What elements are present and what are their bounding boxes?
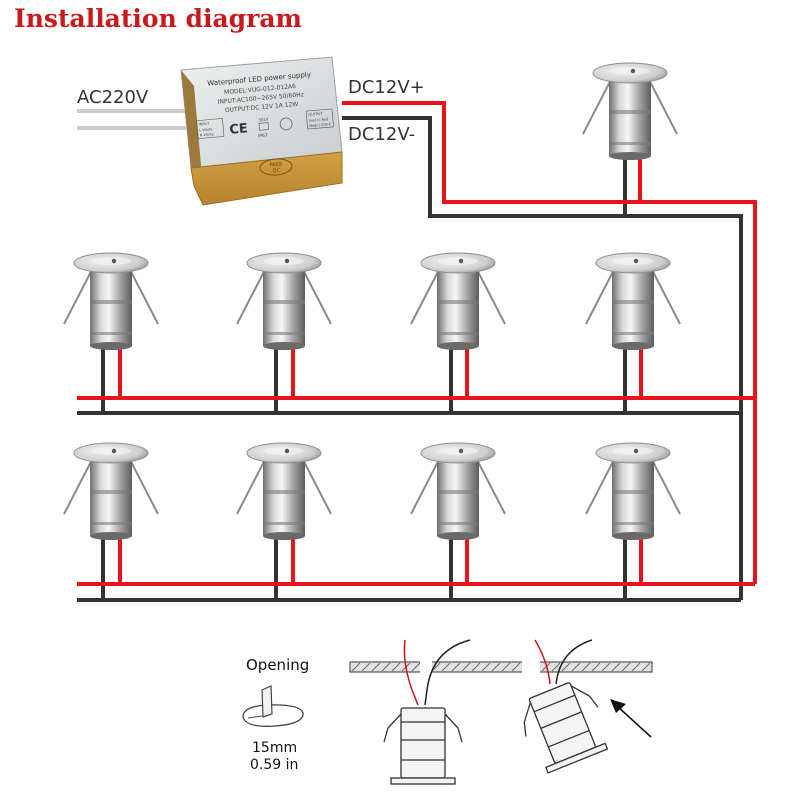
- psu-selv: SELV: [258, 116, 268, 122]
- ce-mark-icon: CE: [229, 121, 249, 138]
- psu-output-pos: Pos(+) Red: [309, 117, 329, 123]
- dc12v-negative-label: DC12V-: [348, 124, 416, 145]
- page-title: Installation diagram: [14, 4, 302, 33]
- lamp-row2-4: [585, 442, 681, 541]
- psu-input-box-title: INPUT: [199, 122, 211, 127]
- ac220v-label: AC220V: [77, 87, 149, 108]
- double-insulation-icon: [258, 122, 269, 131]
- hole-size-in-label: 0.59 in: [250, 757, 299, 773]
- drilled-hole-icon: [242, 685, 304, 727]
- ceiling-panel: [349, 661, 653, 673]
- pass-qc-sticker: PASS QC: [259, 158, 293, 176]
- lamp-top: [582, 62, 678, 161]
- power-supply-unit: Waterproof LED power supply MODEL:VUG-01…: [180, 56, 343, 206]
- negative-wiring: [77, 116, 743, 602]
- positive-wiring: [77, 101, 757, 586]
- installed-lamp-diagram: [383, 707, 463, 785]
- lamp-row1-3: [410, 252, 506, 351]
- insert-direction-arrow-icon: [610, 699, 652, 738]
- lamp-row1-2: [236, 252, 332, 351]
- dc12v-positive-label: DC12V+: [348, 77, 425, 98]
- svg-text:QC: QC: [272, 168, 280, 175]
- lamp-row1-4: [585, 252, 681, 351]
- lamp-row2-1: [63, 442, 159, 541]
- svg-text:PASS: PASS: [269, 162, 282, 169]
- lamp-row2-3: [410, 442, 506, 541]
- opening-label: Opening: [246, 656, 310, 674]
- psu-ip-rating: IP67: [258, 133, 268, 140]
- psu-input-n: N White: [200, 132, 214, 137]
- certification-mark-icon: [279, 117, 293, 131]
- psu-output-box-title: OUTPUT: [308, 112, 323, 117]
- psu-output-neg: Neg(-) Black: [309, 122, 332, 128]
- psu-input-l: L White: [199, 127, 213, 132]
- lamp-row2-2: [236, 442, 332, 541]
- inserting-lamp-diagram: [523, 682, 609, 774]
- ceiling-wires: [403, 639, 593, 706]
- lamp-row1-1: [63, 252, 159, 351]
- hole-size-mm-label: 15mm: [252, 740, 298, 756]
